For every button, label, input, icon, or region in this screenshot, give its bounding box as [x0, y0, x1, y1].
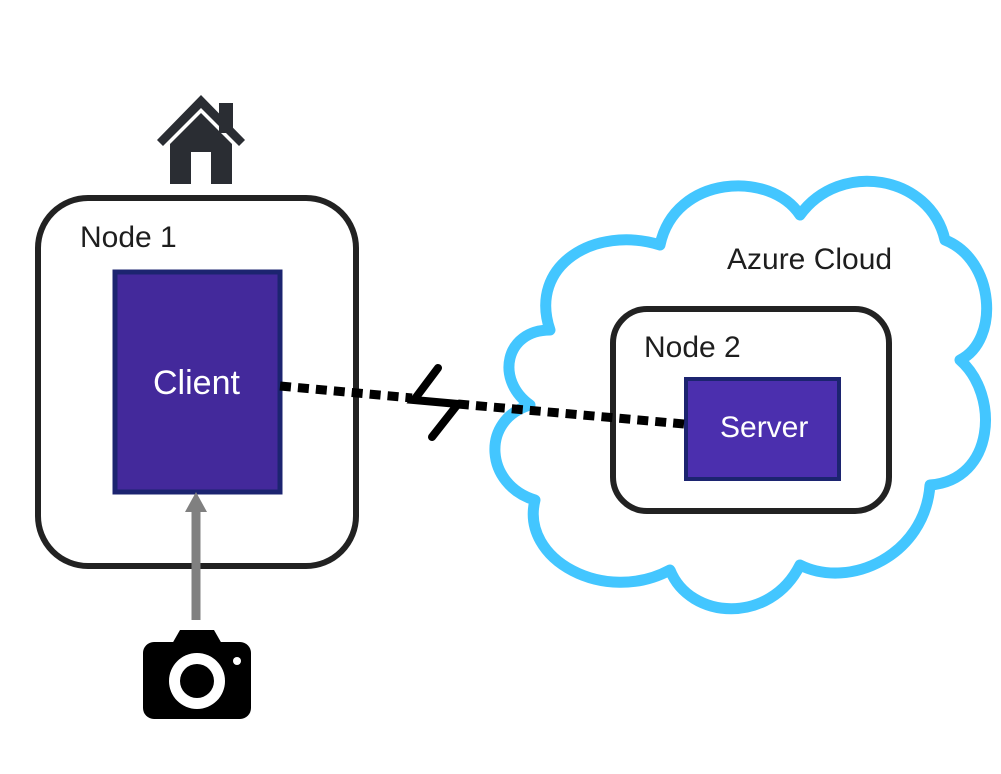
- cloud-shape: [489, 175, 993, 615]
- connection-line-right: [457, 399, 685, 429]
- server-box: [684, 377, 841, 481]
- home-icon: [157, 95, 245, 184]
- client-box: [112, 269, 283, 495]
- lightning-link-icon: [406, 364, 466, 441]
- cloud-label: Azure Cloud: [727, 243, 893, 276]
- node2-label: Node 2: [644, 331, 741, 364]
- camera-icon: [143, 630, 251, 719]
- input-arrow: [185, 492, 207, 620]
- client-label: Client: [153, 364, 240, 402]
- node1-label: Node 1: [80, 221, 177, 254]
- server-label: Server: [720, 411, 809, 444]
- connection-line-left: [279, 381, 413, 403]
